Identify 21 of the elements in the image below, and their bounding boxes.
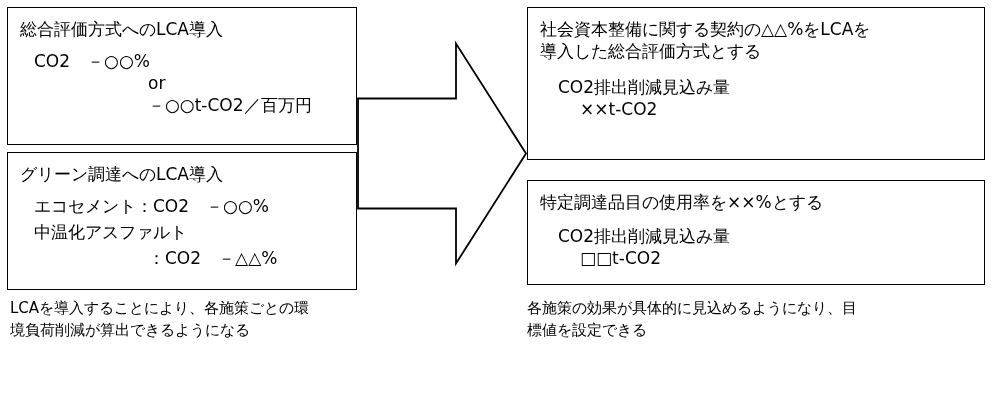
box-text: エコセメント：CO2 －○○%: [34, 195, 270, 218]
box-text: 中温化アスファルト: [34, 221, 188, 244]
box-text: ：CO2 －△△%: [148, 247, 279, 270]
box-heading: 社会資本整備に関する契約の△△%をLCAを導入した総合評価方式とする: [540, 18, 872, 63]
box-text: or: [148, 72, 167, 95]
box-text: CO2排出削減見込み量: [558, 225, 732, 248]
note-text: 各施策の効果が具体的に見込めるようになり、目標値を設定できる: [527, 298, 857, 341]
box-heading: グリーン調達へのLCA導入: [20, 163, 224, 186]
text-box: [527, 180, 985, 285]
box-text: CO2排出削減見込み量: [558, 76, 732, 99]
text-box: [527, 7, 985, 160]
box-heading: 総合評価方式へのLCA導入: [20, 18, 224, 41]
block-arrow: [357, 40, 528, 267]
box-text: －○○t-CO2／百万円: [148, 94, 313, 117]
box-text: □□t-CO2: [580, 247, 662, 270]
text-box: [7, 7, 357, 145]
text-box: [7, 152, 357, 290]
note-text: LCAを導入することにより、各施策ごとの環境負荷削減が算出できるようになる: [10, 298, 310, 341]
box-text: CO2 －○○%: [34, 50, 151, 73]
box-text: ××t-CO2: [580, 98, 659, 121]
box-heading: 特定調達品目の使用率を××%とする: [540, 191, 824, 214]
